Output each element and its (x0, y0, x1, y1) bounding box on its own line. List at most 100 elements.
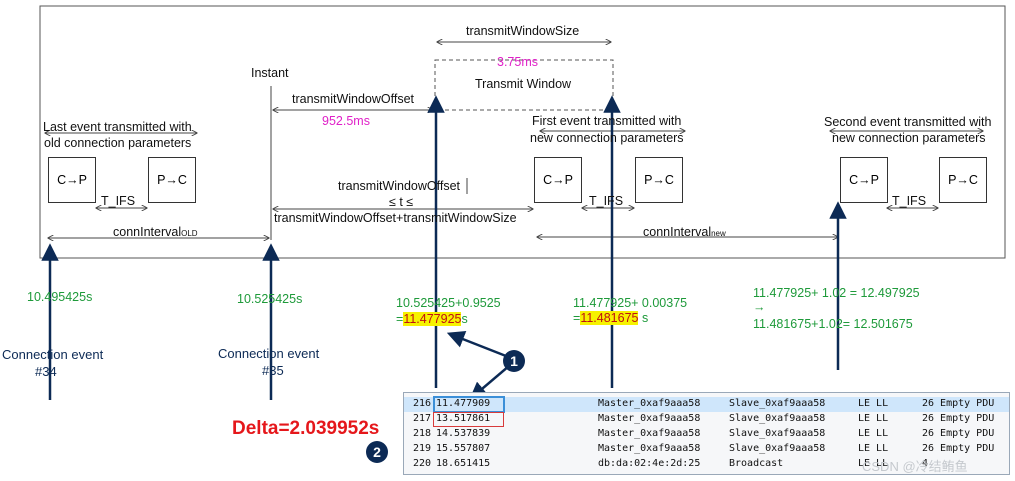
tifs-label-first: T_IFS (589, 194, 624, 208)
conn-interval-new: connIntervalnew (643, 225, 726, 239)
conn-interval-old: connIntervalOLD (113, 225, 198, 239)
packet-time: 18.651415 (436, 458, 491, 469)
calc-second-b: 11.481675+1.02= 12.501675 (753, 317, 913, 331)
cp-box-old: C→P (48, 157, 96, 203)
calc-offset-formula: 10.525425+0.9525 (396, 296, 501, 310)
highlight-box-216 (433, 396, 505, 413)
pc-label: P→C (157, 173, 187, 187)
packet-no: 219 (413, 443, 432, 454)
connection-event-35-num: #35 (262, 363, 284, 378)
transmit-window-label: Transmit Window (475, 77, 572, 91)
highlighted-value: 11.477925 (403, 312, 462, 326)
unit: s (638, 311, 649, 325)
table-row[interactable]: 218 14.537839 Master_0xaf9aaa58 Slave_0x… (404, 427, 1009, 442)
highlight-box-217 (433, 412, 504, 427)
packet-source: Master_0xaf9aaa58 (598, 398, 701, 409)
window-size-ms: 3.75ms (497, 55, 538, 69)
connection-event-34-num: #34 (35, 364, 57, 379)
cp-label: C→P (849, 173, 879, 187)
timestamp-34: 10.495425s (27, 290, 93, 304)
packet-time: 13.517861 (436, 413, 491, 424)
packet-protocol: LE LL (858, 443, 889, 454)
offset-mid-label: transmitWindowOffset (338, 179, 461, 193)
packet-time: 14.537839 (436, 428, 491, 439)
conn-interval-text: connInterval (113, 225, 182, 239)
table-row[interactable]: 220 18.651415 db:da:02:4e:2d:25 Broadcas… (404, 457, 1009, 472)
old-subscript: OLD (181, 229, 198, 238)
unit: s (461, 312, 468, 326)
calc-window-result: =11.481675 s (573, 311, 648, 325)
pc-box-second: P→C (939, 157, 987, 203)
first-event-label: First event transmitted with (532, 114, 682, 128)
old-params-label: old connection parameters (44, 136, 192, 150)
diagram-frame (39, 5, 1006, 259)
packet-no: 217 (413, 413, 432, 424)
conn-interval-text: connInterval (643, 225, 712, 239)
cp-label: C→P (57, 173, 87, 187)
new-subscript: new (711, 229, 726, 238)
marker-2: 2 (366, 441, 388, 463)
calc-second-a: 11.477925+ 1.02 = 12.497925 (753, 286, 920, 300)
packet-info: 26 Empty PDU (922, 413, 995, 424)
last-event-label: Last event transmitted with (43, 120, 192, 134)
offset-ms: 952.5ms (322, 114, 370, 128)
packet-destination: Broadcast (729, 458, 784, 469)
connection-event-34-title: Connection event (2, 347, 104, 362)
packet-protocol: LE LL (858, 398, 889, 409)
packet-info: 4 (922, 458, 929, 469)
timestamp-35: 10.525425s (237, 292, 303, 306)
new-params-label-1: new connection parameters (530, 131, 684, 145)
second-event-label: Second event transmitted with (824, 115, 992, 129)
tifs-label-old: T_IFS (101, 194, 136, 208)
packet-source: Master_0xaf9aaa58 (598, 428, 701, 439)
packet-protocol: LE LL (858, 413, 889, 424)
instant-label: Instant (251, 66, 289, 80)
transmit-window-offset-label: transmitWindowOffset (292, 92, 415, 106)
packet-no: 216 (413, 398, 432, 409)
marker-1: 1 (503, 350, 525, 372)
packet-source: Master_0xaf9aaa58 (598, 413, 701, 424)
cp-box-second: C→P (840, 157, 888, 203)
packet-time: 15.557807 (436, 443, 491, 454)
connection-event-35-title: Connection event (218, 346, 320, 361)
transmit-window-size-label: transmitWindowSize (466, 24, 580, 38)
pc-box-old: P→C (148, 157, 196, 203)
offset-plus-size-label: transmitWindowOffset+transmitWindowSize (274, 211, 517, 225)
packet-source: Master_0xaf9aaa58 (598, 443, 701, 454)
packet-destination: Slave_0xaf9aaa58 (729, 443, 826, 454)
packet-info: 26 Empty PDU (922, 428, 995, 439)
packet-time: 11.477909 (436, 398, 491, 409)
transmit-window-box (434, 59, 614, 111)
watermark: CSDN @冷结鲔鱼 (862, 459, 968, 474)
le-t-le-label: ≤ t ≤ (389, 195, 414, 209)
cp-box-first: C→P (534, 157, 582, 203)
packet-info: 26 Empty PDU (922, 443, 995, 454)
pc-label: P→C (948, 173, 978, 187)
equals-sign: = (573, 311, 581, 325)
equals-sign: = (396, 312, 404, 326)
new-params-label-2: new connection parameters (832, 131, 986, 145)
table-row[interactable]: 216 11.477909 Master_0xaf9aaa58 Slave_0x… (404, 397, 1009, 412)
table-row[interactable]: 219 15.557807 Master_0xaf9aaa58 Slave_0x… (404, 442, 1009, 457)
delta-label: Delta=2.039952s (232, 418, 380, 439)
packet-info: 26 Empty PDU (922, 398, 995, 409)
tifs-label-second: T_IFS (892, 194, 927, 208)
pc-box-first: P→C (635, 157, 683, 203)
table-row[interactable]: 217 13.517861 Master_0xaf9aaa58 Slave_0x… (404, 412, 1009, 427)
packet-no: 218 (413, 428, 432, 439)
packet-destination: Slave_0xaf9aaa58 (729, 413, 826, 424)
packet-destination: Slave_0xaf9aaa58 (729, 428, 826, 439)
calc-second-arrow: → (753, 300, 766, 314)
packet-protocol: LE LL (858, 428, 889, 439)
highlighted-value: 11.481675 (580, 311, 639, 325)
packet-destination: Slave_0xaf9aaa58 (729, 398, 826, 409)
pc-label: P→C (644, 173, 674, 187)
packet-no: 220 (413, 458, 432, 469)
packet-list: 216 11.477909 Master_0xaf9aaa58 Slave_0x… (403, 392, 1010, 475)
cp-label: C→P (543, 173, 573, 187)
packet-source: db:da:02:4e:2d:25 (598, 458, 701, 469)
calc-offset-result: =11.477925s (396, 312, 468, 326)
calc-window-formula: 11.477925+ 0.00375 (573, 296, 688, 310)
packet-protocol: LE LL (858, 458, 889, 469)
